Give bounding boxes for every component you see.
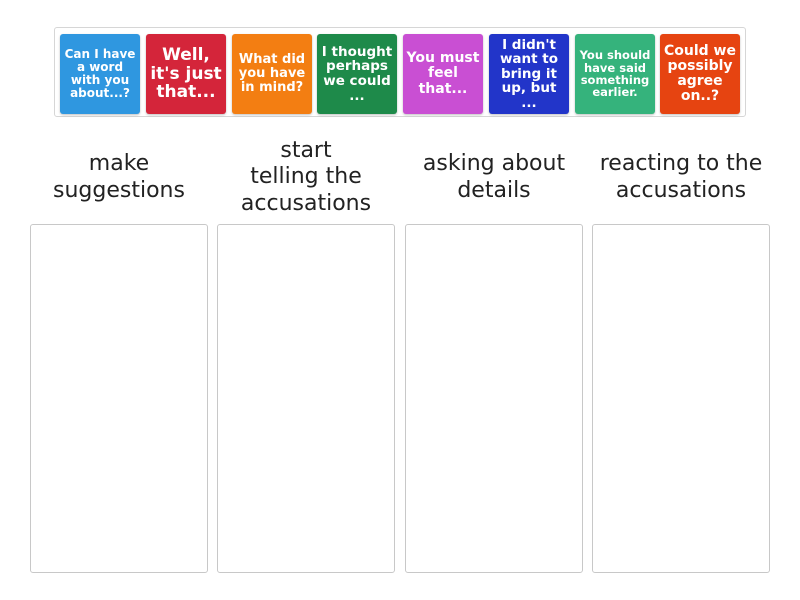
draggable-card[interactable]: You must feel that... — [403, 34, 483, 114]
drop-zone-make-suggestions[interactable] — [30, 224, 208, 573]
card-label: Could we possibly agree on..? — [664, 42, 736, 105]
draggable-card[interactable]: I didn't want to bring it up, but ... — [489, 34, 569, 114]
drop-zone-reacting[interactable] — [592, 224, 770, 573]
card-label: Well, it's just that... — [150, 45, 222, 103]
card-label: You should have said something earlier. — [579, 48, 651, 100]
drop-zone-asking-details[interactable] — [405, 224, 583, 573]
draggable-card[interactable]: You should have said something earlier. — [575, 34, 655, 114]
drop-zone-start-telling[interactable] — [217, 224, 395, 573]
draggable-card[interactable]: Can I have a word with you about...? — [60, 34, 140, 114]
column-title-start-telling: start telling the accusations — [240, 137, 372, 216]
card-label: I thought perhaps we could ... — [321, 43, 393, 104]
card-label: What did you have in mind? — [238, 51, 306, 96]
card-label: I didn't want to bring it up, but ... — [499, 36, 559, 111]
card-label: Can I have a word with you about...? — [64, 47, 136, 100]
card-tray: Can I have a word with you about...? Wel… — [54, 27, 746, 117]
draggable-card[interactable]: Could we possibly agree on..? — [660, 34, 740, 114]
draggable-card[interactable]: What did you have in mind? — [232, 34, 312, 114]
column-title-make-suggestions: make suggestions — [53, 151, 185, 203]
column-title-asking-details: asking about details — [422, 151, 566, 203]
card-label: You must feel that... — [406, 50, 480, 97]
draggable-card[interactable]: I thought perhaps we could ... — [317, 34, 397, 114]
column-title-reacting: reacting to the accusations — [599, 151, 763, 203]
draggable-card[interactable]: Well, it's just that... — [146, 34, 226, 114]
